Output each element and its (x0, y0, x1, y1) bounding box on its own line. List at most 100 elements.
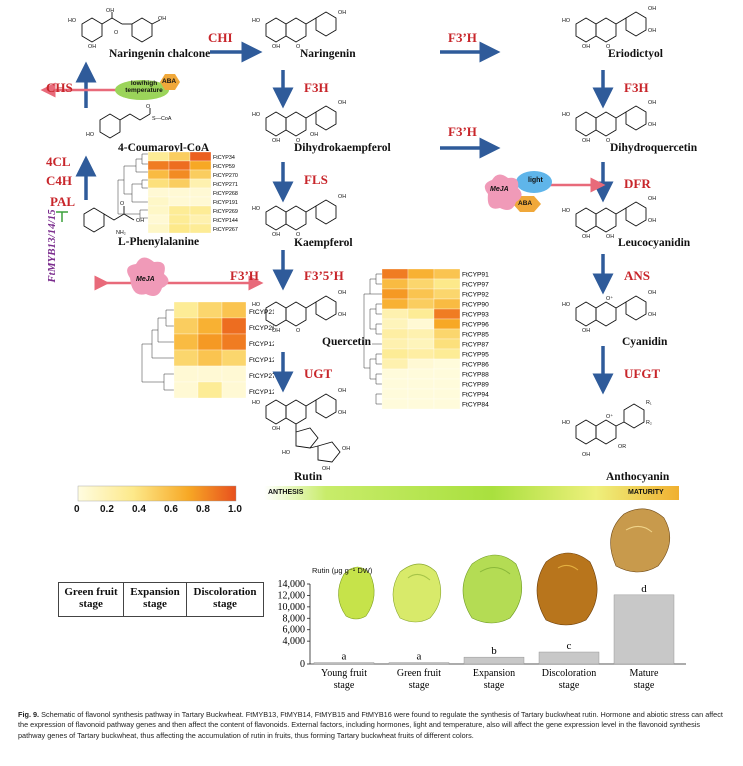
temperature-ellipse (115, 80, 169, 100)
heatmap-top-cell (147, 160, 170, 171)
heatmap-left-gene-label: FtCYP260 (249, 325, 274, 332)
svg-text:O: O (296, 44, 300, 48)
svg-text:OH: OH (648, 100, 656, 106)
stage-cell-text: Discoloration stage (193, 586, 257, 610)
heatmap-left-cell (221, 365, 247, 383)
chart-bar (538, 651, 600, 665)
heatmap-top-dendrogram (117, 153, 148, 219)
heatmap-mid-cell (433, 378, 461, 390)
svg-text:OH: OH (648, 218, 656, 224)
enzyme-f3h-prime-low: F3’H (230, 268, 259, 283)
svg-text:HO: HO (68, 18, 76, 24)
svg-text:OH: OH (648, 312, 656, 318)
aba-label-top: ABA (162, 78, 177, 85)
svg-text:HO: HO (562, 18, 570, 24)
heatmap-mid-cell (381, 348, 409, 360)
chart-x-label: stage (484, 680, 505, 691)
enzyme-f3h-center: F3H (304, 80, 329, 95)
heatmap-mid-gene-label: FtCYP92 (462, 292, 489, 299)
svg-text:O: O (146, 104, 150, 110)
heatmap-mid-cell (381, 268, 409, 280)
chart-significance-letter: b (491, 645, 497, 657)
heatmap-left-gene-label: FtCYP211 (249, 309, 274, 316)
heatmap-mid-gene-label: FtCYP90 (462, 302, 489, 309)
compound-dihydrokaempferol: Dihydrokaempferol (294, 142, 391, 154)
chart-bar (463, 656, 525, 665)
heatmap-top: FtCYP34FtCYP59FtCYP270FtCYP271FtCYP268Ft… (117, 151, 238, 234)
svg-text:OH: OH (338, 194, 346, 200)
heatmap-mid-gene-label: FtCYP87 (462, 342, 489, 349)
heatmap-left-cell (221, 301, 247, 319)
heatmap-top-cell (189, 223, 212, 234)
heatmap-mid-cell (433, 268, 461, 280)
heatmap-left-cell (197, 317, 223, 335)
svg-text:O: O (296, 328, 300, 334)
heatmap-mid-gene-label: FtCYP86 (462, 362, 489, 369)
heatmap-mid-cell (407, 358, 435, 370)
heatmap-mid-cell (407, 368, 435, 380)
heatmap-top-cell (168, 169, 191, 180)
heatmap-mid-gene-label: FtCYP94 (462, 392, 489, 399)
scale-tick: 0.6 (164, 504, 178, 515)
svg-text:OR: OR (618, 444, 626, 450)
chart-bar (388, 662, 450, 665)
heatmap-mid-cell (433, 328, 461, 340)
heatmap-mid-cell (381, 318, 409, 330)
light-ellipse (516, 171, 552, 193)
heatmap-mid-cell (433, 358, 461, 370)
svg-text:OH: OH (338, 388, 346, 394)
chart-x-label: stage (634, 680, 655, 691)
stage-gradient-bar (264, 486, 679, 500)
chart-x-label: Expansion (473, 668, 515, 679)
heatmap-left-cell (221, 317, 247, 335)
stage-cell-green: Green fruit stage (58, 582, 124, 617)
enzyme-ufgt: UFGT (624, 366, 661, 381)
heatmap-mid-cell (381, 278, 409, 290)
svg-text:OH: OH (272, 138, 280, 142)
heatmap-mid-cell (433, 398, 461, 410)
heatmap-top-gene-label: FtCYP270 (213, 173, 238, 179)
compound-quercetin: Quercetin (322, 336, 371, 348)
heatmap-top-cell (189, 169, 212, 180)
heatmap-left-gene-label: FtCYP273 (249, 373, 274, 380)
svg-text:OH: OH (648, 122, 656, 128)
svg-text:OH: OH (342, 446, 350, 452)
svg-text:OH: OH (338, 312, 346, 318)
heatmap-mid-cell (381, 368, 409, 380)
svg-text:HO: HO (562, 302, 570, 308)
svg-text:O: O (120, 201, 124, 207)
heatmap-top-cell (189, 187, 212, 198)
enzyme-dfr: DFR (624, 176, 651, 191)
enzyme-pal: PAL (50, 194, 76, 209)
chart-x-label: Discoloration (542, 668, 596, 679)
heatmap-mid-cell (433, 388, 461, 400)
svg-text:HO: HO (562, 112, 570, 118)
enzyme-f35h: F3’5’H (304, 268, 344, 283)
enzyme-chs: CHS (46, 80, 73, 95)
heatmap-mid-cell (407, 318, 435, 330)
scale-tick: 1.0 (228, 504, 242, 515)
chart-y-tick-label: 14,000 (278, 579, 306, 590)
heatmap-top-gene-label: FtCYP267 (213, 227, 238, 233)
heatmap-top-gene-label: FtCYP191 (213, 200, 238, 206)
svg-text:HO: HO (86, 132, 94, 138)
svg-text:OH: OH (338, 100, 346, 106)
heatmap-mid-cell (407, 328, 435, 340)
svg-text:R₂: R₂ (646, 420, 652, 426)
heatmap-top-cell (147, 196, 170, 207)
heatmap-mid-gene-label: FtCYP88 (462, 372, 489, 379)
heatmap-top-cell (168, 205, 191, 216)
svg-text:OH: OH (106, 8, 114, 14)
compound-cyanidin: Cyanidin (622, 336, 668, 348)
heatmap-top-cell (189, 151, 212, 162)
heatmap-mid-cell (407, 268, 435, 280)
enzyme-fls: FLS (304, 172, 328, 187)
svg-text:OH: OH (648, 6, 656, 12)
chart-significance-letter: d (641, 583, 647, 595)
svg-text:O⁺: O⁺ (606, 296, 613, 302)
heatmap-mid-gene-label: FtCYP84 (462, 402, 489, 409)
